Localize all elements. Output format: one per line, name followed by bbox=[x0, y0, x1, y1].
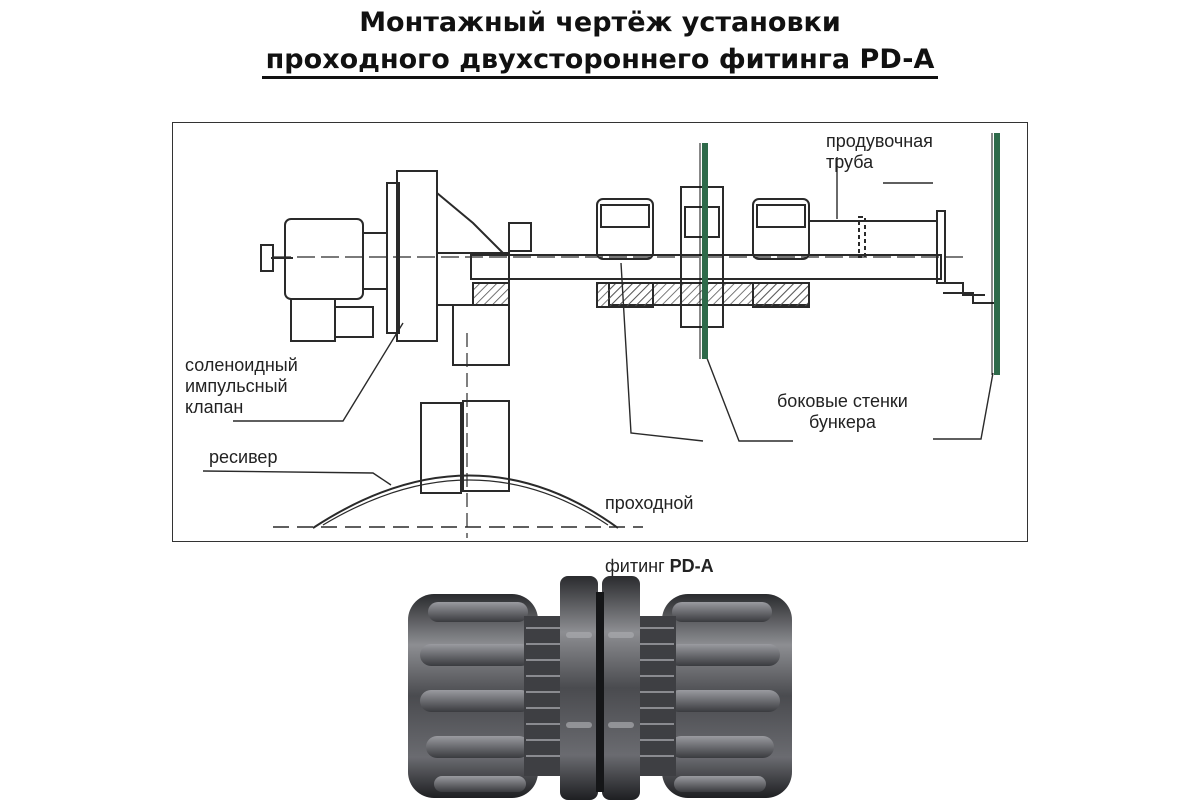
bunker-walls bbox=[702, 133, 1000, 375]
page-title: Монтажный чертёж установки проходного дв… bbox=[0, 4, 1200, 78]
installation-drawing: продувочная труба соленоидный импульсный… bbox=[172, 122, 1028, 576]
fitting-nut-left bbox=[596, 198, 654, 260]
fitting-nut-right bbox=[752, 198, 810, 260]
label-solenoid-valve: соленоидный импульсный клапан bbox=[185, 355, 298, 417]
fitting-photo-svg bbox=[408, 576, 792, 800]
label-fitting: проходной фитинг PD-A bbox=[605, 451, 714, 619]
label-bunker-walls: боковые стенки бункера bbox=[777, 391, 908, 432]
valve-flange bbox=[396, 170, 438, 342]
photo-flange-left bbox=[560, 576, 598, 800]
label-fitting-prefix: фитинг bbox=[605, 556, 670, 576]
label-fitting-line1: проходной bbox=[605, 493, 694, 513]
drawing-svg bbox=[202, 133, 1000, 538]
receiver-dome bbox=[312, 474, 619, 529]
label-fitting-model: PD-A bbox=[669, 556, 714, 576]
title-line-2: проходного двухстороннего фитинга PD-A bbox=[265, 44, 935, 75]
solenoid-coil bbox=[284, 218, 364, 300]
label-receiver: ресивер bbox=[209, 447, 278, 467]
receiver-nipple bbox=[420, 402, 462, 494]
title-underline bbox=[262, 76, 938, 79]
title-line-1: Монтажный чертёж установки bbox=[359, 7, 841, 38]
label-blow-pipe: продувочная труба bbox=[826, 131, 933, 172]
fitting-photo bbox=[400, 572, 800, 800]
photo-flange-right bbox=[602, 576, 640, 800]
